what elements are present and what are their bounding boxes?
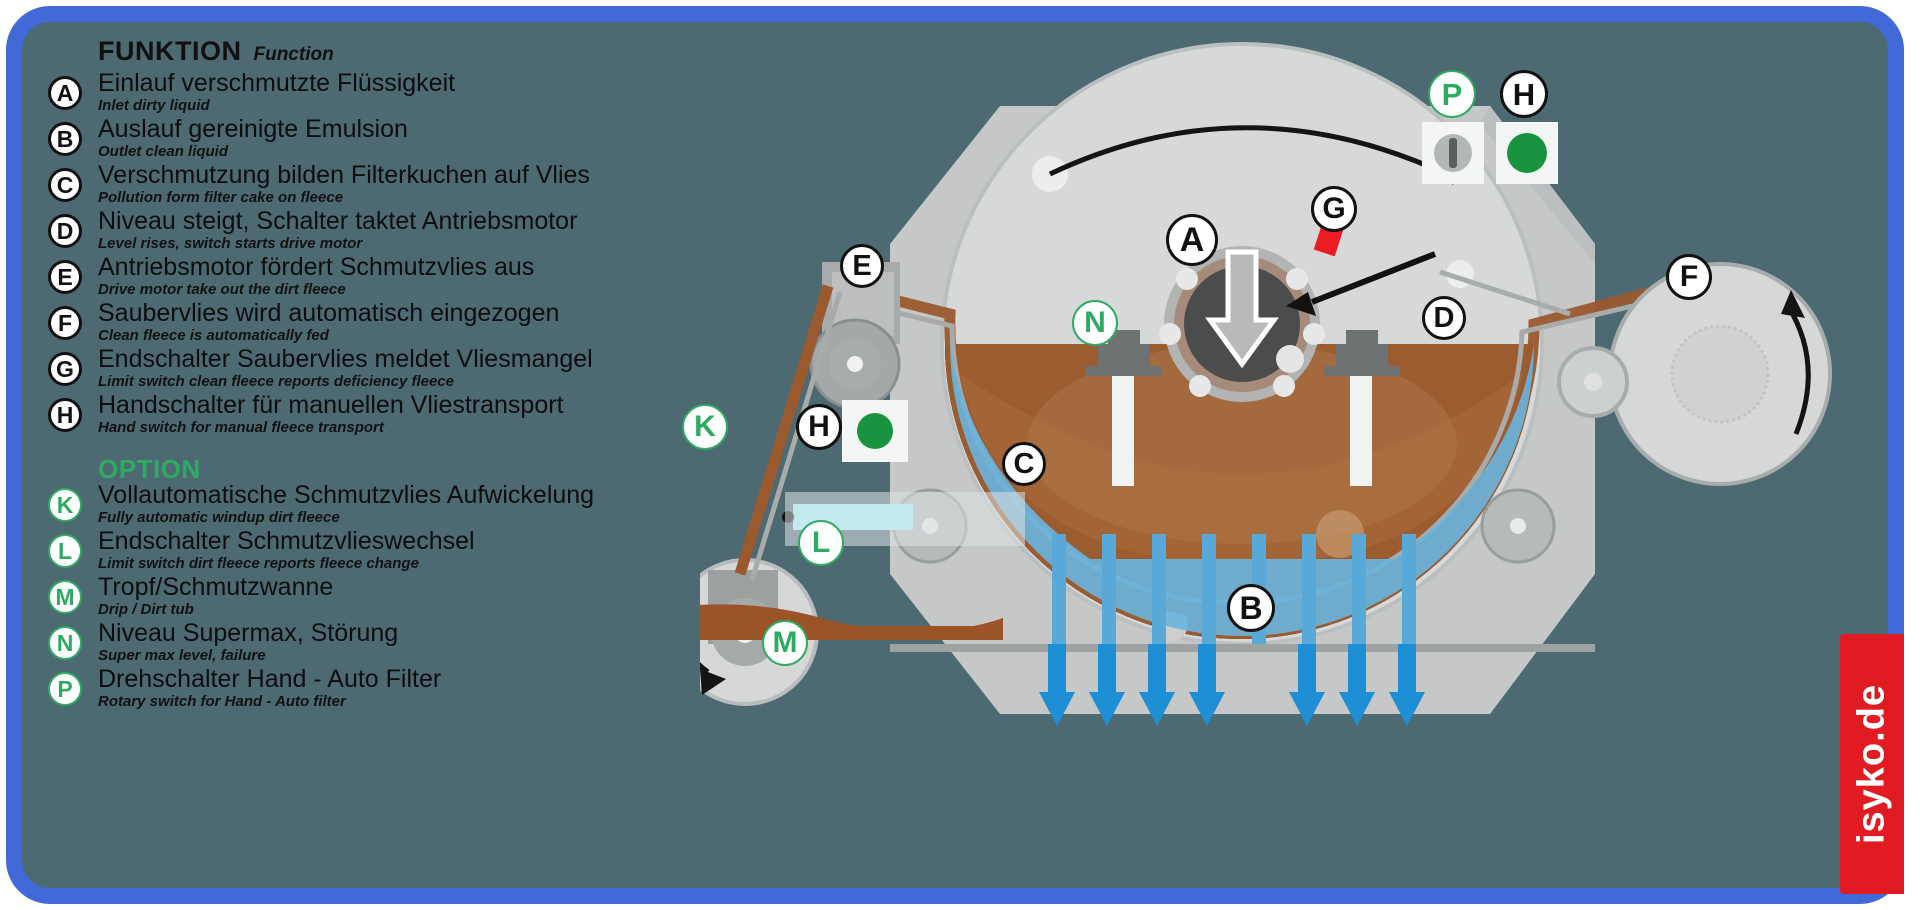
badge-a: A [48,76,82,110]
legend-item-m-en: Drip / Dirt tub [98,601,194,618]
machine-illustration: A B C D E F G H H K L M N P [682,14,1880,886]
legend-item-n: N Niveau Supermax, Störung Super max lev… [48,620,698,672]
legend-item-l: L Endschalter Schmutzvlieswechsel Limit … [48,528,698,580]
legend-item-g-de: Endschalter Saubervlies meldet Vliesmang… [98,345,593,373]
legend-panel: FUNKTION Function A Einlauf verschmutzte … [40,14,700,874]
legend-item-h-en: Hand switch for manual fleece transport [98,419,384,436]
legend-item-p: P Drehschalter Hand - Auto Filter Rotary… [48,666,698,718]
inlet-flange [1159,246,1325,402]
legend-item-n-en: Super max level, failure [98,647,266,664]
callout-c: C [1002,442,1046,486]
legend-item-d: D Niveau steigt, Schalter taktet Antrieb… [48,208,698,260]
badge-e: E [48,260,82,294]
level-sensor-left [1086,330,1162,486]
inlet-arrow-icon [1205,249,1279,369]
legend-item-d-de: Niveau steigt, Schalter taktet Antriebsm… [98,207,578,235]
legend-item-f: F Saubervlies wird automatisch eingezoge… [48,300,698,352]
rotary-switch-marking [1449,138,1457,168]
badge-m: M [48,580,82,614]
legend-item-c-de: Verschmutzung bilden Filterkuchen auf Vl… [98,161,590,189]
isyko-logo-text: isyko.de [1850,683,1893,845]
callout-l: L [798,520,844,566]
badge-d: D [48,214,82,248]
callout-f: F [1666,254,1712,300]
legend-item-m: M Tropf/Schmutzwanne Drip / Dirt tub [48,574,698,626]
callout-d: D [1422,296,1466,340]
badge-g: G [48,352,82,386]
callout-h-housing: H [796,404,842,450]
clean-fleece-roll [1439,262,1832,486]
callout-p: P [1428,70,1476,118]
legend-item-e-de: Antriebsmotor fördert Schmutzvlies aus [98,253,535,281]
control-panel[interactable] [1422,122,1558,184]
legend-item-h-de: Handschalter für manuellen Vliestranspor… [98,391,564,419]
badge-l: L [48,534,82,568]
drive-motor [809,262,901,410]
level-sensor-right [1324,330,1400,486]
legend-item-g-en: Limit switch clean fleece reports defici… [98,373,454,390]
badge-n: N [48,626,82,660]
legend-item-b-de: Auslauf gereinigte Emulsion [98,115,408,143]
callout-h-panel: H [1500,70,1548,118]
legend-item-f-en: Clean fleece is automatically fed [98,327,329,344]
legend-item-c: C Verschmutzung bilden Filterkuchen auf … [48,162,698,214]
option-heading: OPTION [98,454,201,484]
badge-f: F [48,306,82,340]
legend-item-k: K Vollautomatische Schmutzvlies Aufwicke… [48,482,698,534]
legend-item-a-en: Inlet dirty liquid [98,97,210,114]
legend-item-e-en: Drive motor take out the dirt fleece [98,281,346,298]
isyko-logo: isyko.de [1840,634,1904,894]
legend-title: FUNKTION Function [98,36,334,67]
badge-k: K [48,488,82,522]
legend-item-b-en: Outlet clean liquid [98,143,229,160]
legend-item-f-de: Saubervlies wird automatisch eingezogen [98,299,560,327]
legend-item-p-en: Rotary switch for Hand - Auto filter [98,693,346,710]
legend-item-k-de: Vollautomatische Schmutzvlies Aufwickelu… [98,481,595,509]
legend-item-l-en: Limit switch dirt fleece reports fleece … [98,555,419,572]
legend-item-k-en: Fully automatic windup dirt fleece [98,509,340,526]
legend-item-h: H Handschalter für manuellen Vliestransp… [48,392,698,444]
callout-e: E [840,244,884,288]
hand-switch-housing[interactable] [842,400,908,462]
legend-item-p-de: Drehschalter Hand - Auto Filter [98,665,442,693]
clean-filtrate [950,344,1534,644]
callout-n: N [1072,300,1118,346]
legend-title-de: FUNKTION [98,36,242,66]
legend-item-d-en: Level rises, switch starts drive motor [98,235,363,252]
hand-switch-button [1507,133,1547,173]
legend-item-l-de: Endschalter Schmutzvlieswechsel [98,527,475,555]
legend-item-n-de: Niveau Supermax, Störung [98,619,399,647]
outlet-arrows [1039,644,1425,726]
badge-b: B [48,122,82,156]
legend-item-e: E Antriebsmotor fördert Schmutzvlies aus… [48,254,698,306]
callout-g: G [1311,186,1357,232]
callout-a: A [1166,214,1218,266]
badge-c: C [48,168,82,202]
callout-b: B [1227,584,1275,632]
legend-item-a: A Einlauf verschmutzte Flüssigkeit Inlet… [48,70,698,122]
base-plate [890,644,1595,652]
callout-m: M [762,620,808,666]
badge-p: P [48,672,82,706]
legend-item-b: B Auslauf gereinigte Emulsion Outlet cle… [48,116,698,168]
legend-item-g: G Endschalter Saubervlies meldet Vliesma… [48,346,698,398]
legend-item-a-de: Einlauf verschmutzte Flüssigkeit [98,69,456,97]
legend-item-c-en: Pollution form filter cake on fleece [98,189,344,206]
badge-h: H [48,398,82,432]
legend-title-en: Function [253,44,334,65]
legend-item-m-de: Tropf/Schmutzwanne [98,573,334,601]
callout-k: K [682,404,728,450]
